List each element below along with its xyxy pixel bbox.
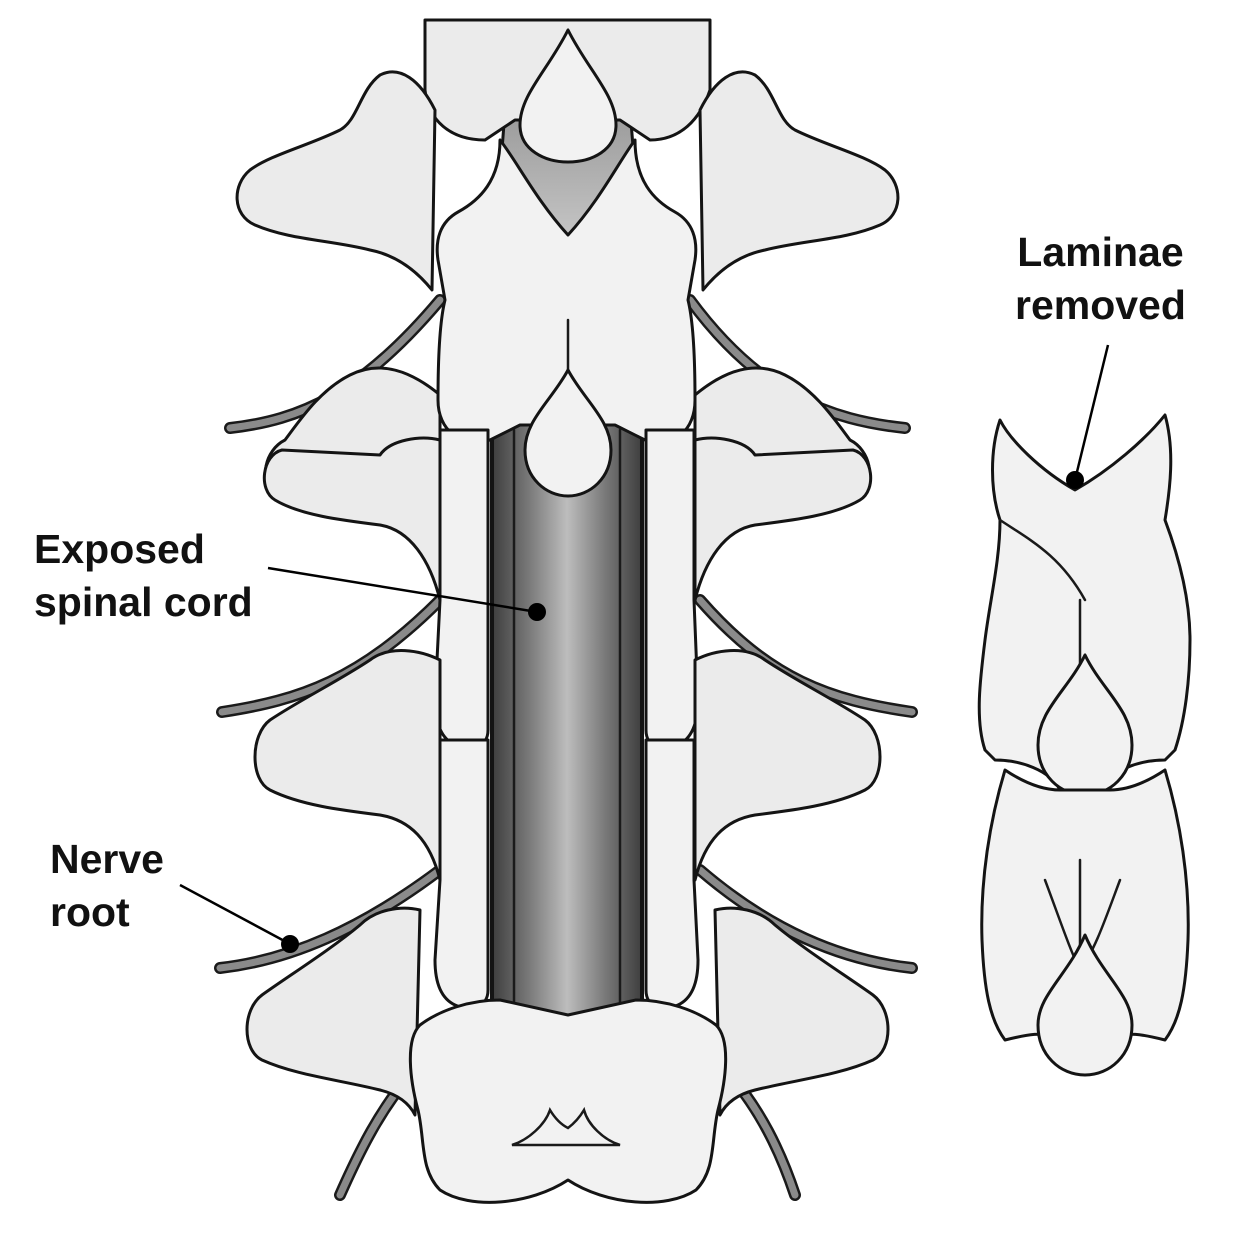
- leader-dot-laminae: [1066, 471, 1084, 489]
- leader-spinal-cord: [267, 566, 538, 614]
- vertebra-level-3: [253, 649, 882, 1010]
- leader-laminae: [1073, 344, 1110, 481]
- leader-nerve-root: [179, 883, 291, 946]
- label-nerve-root: Nerve root: [50, 833, 164, 940]
- label-nerve-root-line2: root: [50, 889, 130, 936]
- label-laminae-line2: removed: [1015, 282, 1186, 329]
- label-spinal-cord-line2: spinal cord: [34, 579, 253, 626]
- vertebra-bottom: [245, 906, 890, 1204]
- leader-dot-spinal-cord: [528, 603, 546, 621]
- nerve-roots: [214, 294, 918, 1201]
- leader-lines: [179, 344, 1110, 953]
- label-exposed-spinal-cord: Exposed spinal cord: [34, 523, 253, 630]
- label-spinal-cord-line1: Exposed: [34, 526, 205, 572]
- label-nerve-root-line1: Nerve: [50, 836, 164, 882]
- label-laminae-line1: Laminae: [1017, 229, 1184, 275]
- vertebra-top: [235, 18, 900, 292]
- removed-laminae: [977, 413, 1192, 1077]
- label-laminae-removed: Laminae removed: [1015, 226, 1186, 333]
- leader-dot-nerve-root: [281, 935, 299, 953]
